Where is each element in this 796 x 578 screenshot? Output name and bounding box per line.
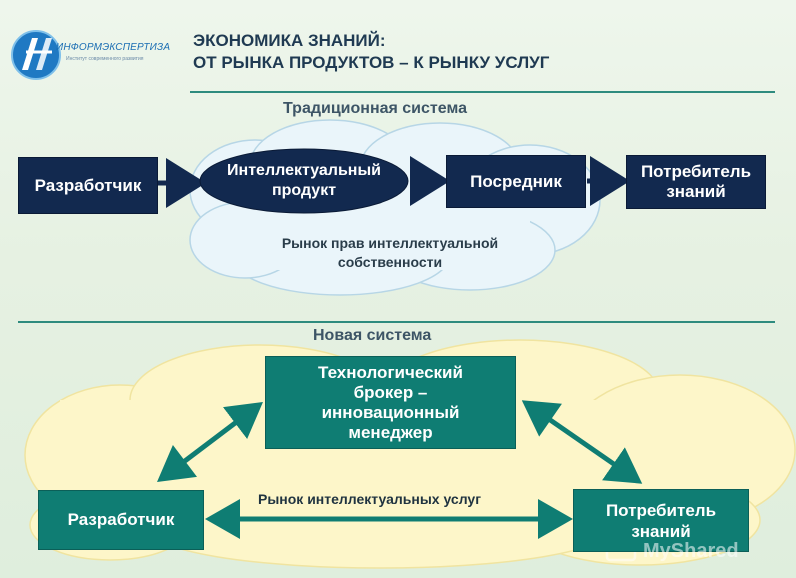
page-title: ЭКОНОМИКА ЗНАНИЙ: ОТ РЫНКА ПРОДУКТОВ – К… [193, 30, 549, 74]
traditional-title: Традиционная система [283, 100, 467, 117]
new-developer-box: Разработчик [38, 490, 204, 550]
services-market-label: Рынок интеллектуальных услуг [258, 491, 482, 507]
new-consumer-label-2: знаний [631, 521, 691, 541]
arrow-developer-broker [157, 401, 263, 483]
broker-label-2: брокер – [353, 382, 428, 402]
product-ellipse [199, 148, 409, 214]
product-label-1: Интеллектуальный [227, 162, 381, 179]
title-line-2: ОТ РЫНКА ПРОДУКТОВ – К РЫНКУ УСЛУГ [193, 53, 550, 72]
traditional-developer-label: Разработчик [34, 175, 142, 195]
intermediary-box: Посредник [446, 155, 586, 208]
new-consumer-label-1: Потребитель [605, 500, 717, 520]
new-system-title: Новая система [313, 327, 432, 344]
ip-rights-market-label: Рынок прав интеллектуальной собственност… [240, 234, 540, 272]
logo-mark [11, 30, 61, 80]
title-line-1: ЭКОНОМИКА ЗНАНИЙ: [193, 31, 386, 50]
broker-label-1: Технологический [318, 362, 463, 382]
traditional-developer-box: Разработчик [18, 157, 158, 214]
broker-box: Технологический брокер – инновационный м… [265, 356, 516, 449]
intermediary-label: Посредник [470, 171, 562, 191]
arrow-broker-consumer [521, 400, 643, 484]
product-box: Интеллектуальный продукт [200, 149, 408, 213]
traditional-consumer-box: Потребитель знаний [626, 155, 766, 209]
logo-name: ИНФОРМЭКСПЕРТИЗА [56, 42, 171, 53]
new-developer-label: Разработчик [67, 510, 175, 529]
watermark-text: MyShared [643, 540, 739, 562]
traditional-consumer-label-2: знаний [666, 182, 726, 201]
broker-label-4: менеджер [348, 422, 433, 442]
ip-rights-market-line-1: Рынок прав интеллектуальной [281, 235, 499, 251]
traditional-consumer-label-1: Потребитель [640, 162, 752, 181]
logo-subtitle: Институт современного развития [66, 56, 144, 62]
ip-rights-market-line-2: собственности [337, 254, 443, 270]
product-label-2: продукт [271, 182, 337, 199]
broker-label-3: инновационный [321, 402, 460, 422]
new-consumer-box: Потребитель знаний [573, 489, 749, 552]
